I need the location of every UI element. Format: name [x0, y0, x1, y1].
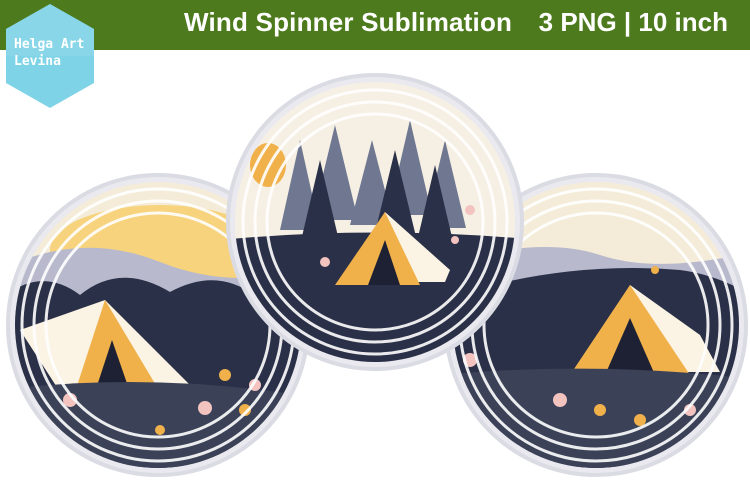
title-banner: Wind Spinner Sublimation 3 PNG | 10 inch — [0, 0, 750, 50]
brand-logo: Helga Art Levina — [0, 0, 100, 112]
logo-line-2: Levina — [14, 54, 61, 69]
center-spinner — [226, 73, 524, 371]
hexagon-logo-shape — [6, 4, 94, 108]
banner-file-info: 3 PNG | 10 inch — [538, 7, 728, 37]
logo-text: Helga Art Levina — [14, 36, 94, 70]
banner-title: Wind Spinner Sublimation — [184, 7, 513, 37]
logo-line-1: Helga Art — [14, 37, 85, 52]
